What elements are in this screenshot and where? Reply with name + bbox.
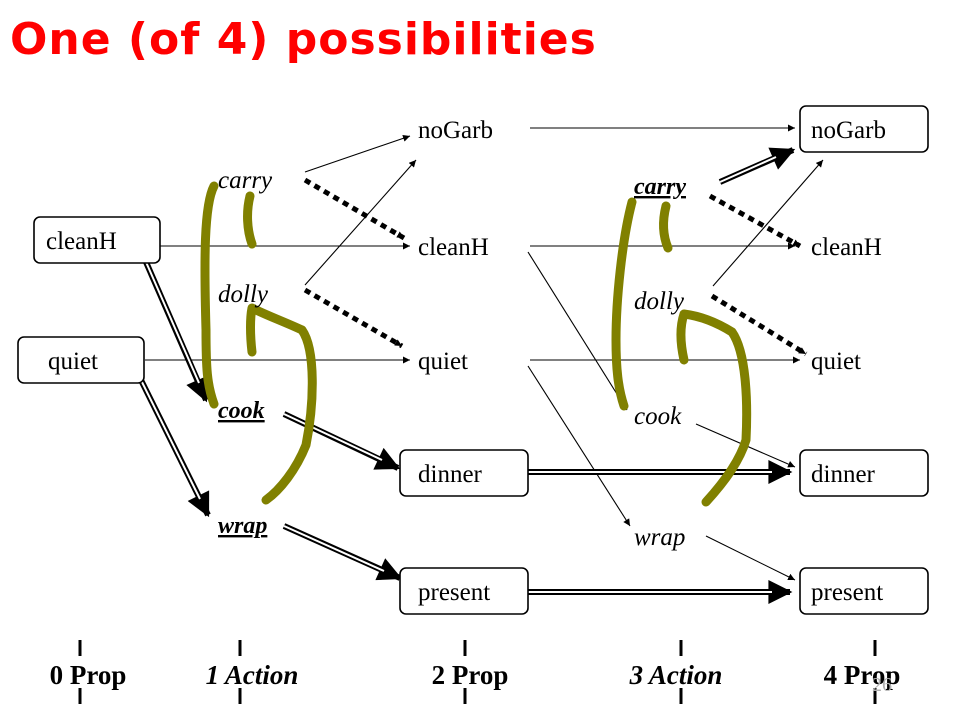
edge-quiet-wrap [527,365,631,527]
level3-actions: carry dolly cook wrap [634,174,686,551]
prop-label: dinner [418,461,483,488]
highlight-stroke-5 [659,201,673,253]
edge-wrap-present-chosen [282,523,403,581]
action-cook-l3: cook [634,403,682,430]
action-carry-l1: carry [218,167,273,194]
edge-cleanH-cook-chosen [143,260,209,403]
highlight-stroke-1 [200,181,219,409]
level2-props: noGarb cleanH quiet dinner present [399,117,529,615]
double-edges [133,147,796,604]
highlight-stroke-6 [676,309,752,507]
prop-present-l4: present [799,567,929,615]
edge-wrap-present [705,535,796,581]
level4-props: noGarb cleanH quiet dinner present [799,105,929,615]
edge-dolly-noGarb [304,159,417,286]
axis-label-0: 0 Prop [50,660,127,690]
highlight-stroke-3 [246,303,317,505]
action-wrap-l3: wrap [634,524,685,551]
edge-dolly-quiet-del [303,287,404,349]
highlight-stroke-4 [611,197,637,411]
prop-cleanH-l4: cleanH [811,234,882,261]
prop-label: present [811,579,883,606]
action-cook-l1: cook [218,398,265,424]
prop-present-l2: present [399,567,529,615]
prop-label: noGarb [811,117,886,144]
edge-cook-dinner-chosen [282,411,401,471]
prop-dinner-l4: dinner [799,449,929,497]
edge-carry-noGarb [304,134,411,173]
slide-title: One (of 4) possibilities [10,14,597,65]
axis-label-1: 1 Action [206,660,299,690]
edge-carry-noGarb-chosen [718,147,796,185]
page-number: 26 [872,674,892,696]
prop-label: cleanH [46,228,117,255]
prop-quiet-l4: quiet [811,348,861,375]
edge-dolly-quiet-del-2 [710,293,808,357]
prop-label: present [418,579,490,606]
axis-label-4: 4 Prop [824,660,901,690]
prop-quiet-l0: quiet [17,336,145,384]
highlight-stroke-2 [243,191,257,249]
prop-quiet-l2: quiet [418,348,468,375]
prop-label: quiet [48,348,98,375]
action-dolly-l3: dolly [634,288,685,315]
level-axis: 0 Prop 1 Action 2 Prop 3 Action 4 Prop [50,640,901,704]
prop-dinner-l2: dinner [399,449,529,497]
prop-cleanH-l0: cleanH [33,216,161,264]
prop-cleanH-l2: cleanH [418,234,489,261]
edge-carry-cleanH-del [303,177,406,241]
axis-label-2: 2 Prop [432,660,509,690]
dotted-edges [303,177,808,357]
edge-cleanH-cook [527,251,628,411]
level1-actions: carry dolly cook wrap [218,167,273,539]
edge-quiet-wrap-chosen [133,368,211,518]
level0-props: cleanH quiet [17,216,161,384]
action-carry-l3: carry [634,174,686,200]
highlight-strokes [200,181,752,507]
action-wrap-l1: wrap [218,513,267,539]
prop-noGarb-l4: noGarb [799,105,929,153]
prop-noGarb-l2: noGarb [418,117,493,144]
axis-label-3: 3 Action [629,660,723,690]
prop-label: dinner [811,461,876,488]
edge-dolly-noGarb-2 [712,159,824,287]
action-dolly-l1: dolly [218,281,269,308]
